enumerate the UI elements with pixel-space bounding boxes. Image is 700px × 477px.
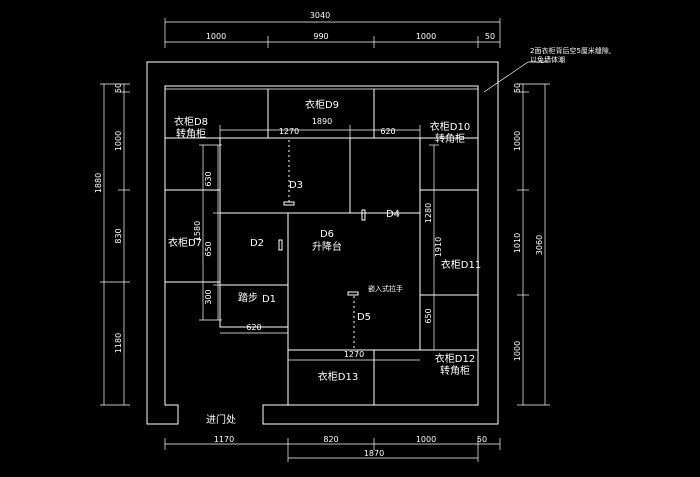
dim-inner-top: 1890 — [312, 117, 332, 126]
bottom-dimensions — [164, 438, 501, 462]
dim-far-right-50: 50 — [513, 83, 522, 93]
dim-far-right-1000a: 1000 — [513, 131, 522, 151]
label-wardrobe-d9: 衣柜D9 — [305, 98, 339, 111]
dim-left-1180: 1180 — [114, 333, 123, 353]
label-corner-d12: 转角柜 — [440, 364, 470, 377]
dim-bottom-1170: 1170 — [214, 435, 234, 444]
dim-far-right-1010: 1010 — [513, 233, 522, 253]
label-d2: D2 — [250, 238, 264, 249]
label-embedded-handle: 嵌入式拉手 — [368, 284, 403, 293]
top-dimensions — [164, 18, 501, 138]
label-d3: D3 — [289, 180, 303, 191]
dim-left-650: 650 — [204, 241, 213, 256]
label-corner-d8: 转角柜 — [176, 127, 206, 140]
dim-inner-1270: 1270 — [279, 127, 299, 136]
label-wardrobe-d11: 衣柜D11 — [441, 258, 481, 271]
dim-d1-620: 620 — [246, 323, 261, 332]
dim-bottom-1000: 1000 — [416, 435, 436, 444]
dim-inner-620: 620 — [380, 127, 395, 136]
far-right-dimensions — [517, 83, 550, 406]
dim-bottom-inner-1270: 1270 — [344, 350, 364, 359]
dim-bottom-1870: 1870 — [364, 449, 384, 458]
right-inner-dimensions — [288, 144, 439, 361]
dim-top-2: 990 — [313, 32, 328, 41]
dim-top-4: 50 — [485, 32, 495, 41]
dim-right-650: 650 — [424, 308, 433, 323]
note-line-2: 以免墙体潮 — [530, 55, 565, 64]
dim-bottom-820: 820 — [323, 435, 338, 444]
dim-top-total: 3040 — [310, 11, 330, 20]
label-wardrobe-d8: 衣柜D8 — [174, 115, 208, 128]
label-wardrobe-d7: 衣柜D7 — [168, 236, 202, 249]
dim-right-1910: 1910 — [434, 237, 443, 257]
dim-top-3: 1000 — [416, 32, 436, 41]
dim-left-50: 50 — [114, 83, 123, 93]
room-walls — [146, 61, 499, 425]
dim-left-1580: 1580 — [193, 221, 202, 241]
dim-bottom-50: 50 — [477, 435, 487, 444]
dim-left-1880: 1880 — [94, 173, 103, 193]
label-lift-table: 升降台 — [312, 240, 342, 253]
left-dimensions — [100, 83, 288, 406]
dim-top-1: 1000 — [206, 32, 226, 41]
dim-left-830: 830 — [114, 228, 123, 243]
label-corner-d10: 转角柜 — [435, 132, 465, 145]
dim-left-630: 630 — [204, 171, 213, 186]
label-wardrobe-d13: 衣柜D13 — [318, 370, 358, 383]
dim-left-300: 300 — [204, 289, 213, 304]
dim-right-1280: 1280 — [424, 203, 433, 223]
label-d4: D4 — [386, 209, 400, 220]
label-d6: D6 — [320, 229, 334, 240]
note-line-1: 2面衣柜背后空5厘米缝隙, — [530, 46, 611, 55]
label-step: 踏步 — [238, 291, 258, 304]
dashed-lines — [288, 140, 420, 348]
label-d1: D1 — [262, 294, 276, 305]
note-leader — [483, 61, 548, 93]
dim-far-right-1000b: 1000 — [513, 341, 522, 361]
label-d5: D5 — [357, 312, 371, 323]
label-wardrobe-d10: 衣柜D10 — [430, 120, 470, 133]
dim-left-1000: 1000 — [114, 131, 123, 151]
label-wardrobe-d12: 衣柜D12 — [435, 352, 475, 365]
label-entrance: 进门处 — [206, 413, 236, 426]
dim-far-right-3060: 3060 — [535, 235, 544, 255]
handle-markers — [278, 201, 366, 296]
